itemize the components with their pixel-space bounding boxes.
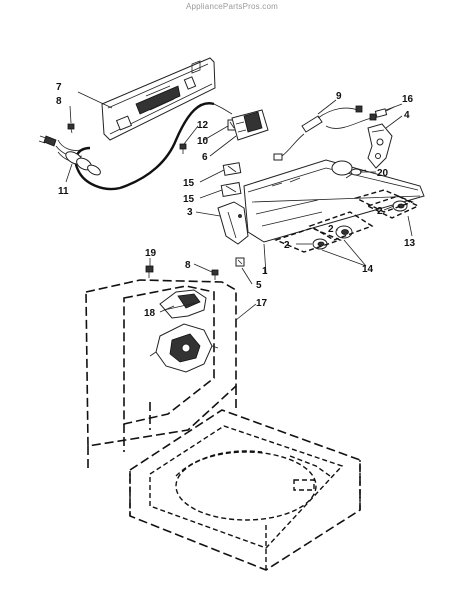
part-6-control-board[interactable] [213,103,269,141]
part-12-screw[interactable] [179,143,187,154]
callout-2-right: 2 [377,206,383,217]
part-19-screw[interactable] [145,265,154,278]
callout-18: 18 [144,308,156,319]
part-16-connector[interactable] [374,106,395,118]
part-11-power-cord[interactable] [38,102,215,191]
part-8-screw-lower[interactable] [211,269,219,280]
callout-9: 9 [336,91,342,102]
part-7-console-rear-panel[interactable] [101,57,216,141]
callout-16: 16 [402,94,414,105]
callout-2-left: 2 [284,240,290,251]
part-17-leg-lines [87,386,237,470]
part-9-wire-harness[interactable] [273,105,377,161]
leader-lines [65,91,413,321]
callout-4: 4 [404,110,410,121]
part-15-switch-upper[interactable] [222,162,242,176]
part-15-switch-lower[interactable] [220,181,242,198]
callout-11: 11 [58,186,69,197]
callout-1: 1 [262,266,268,277]
part-5-clip[interactable] [235,257,245,267]
callout-5: 5 [256,280,262,291]
part-2-knob-mid[interactable] [335,225,353,239]
part-18-valve-assembly[interactable] [149,289,219,373]
part-4-bracket[interactable] [367,123,393,169]
part-3-end-cap[interactable] [217,201,249,245]
callout-20: 20 [377,168,389,179]
part-2-knob-left[interactable] [312,238,328,250]
callout-14: 14 [362,264,374,275]
part-17-cabinet-outline [85,279,237,447]
part-1-console[interactable] [243,159,425,243]
part-8-screw-upper[interactable] [67,123,75,134]
callout-12: 12 [197,120,209,131]
callout-10: 10 [197,136,209,147]
group-13-box [354,189,420,219]
watermark: AppliancePartsPros.com [186,2,278,11]
group-14-box [274,211,374,253]
callout-15-upper: 15 [183,178,195,189]
callout-6: 6 [202,152,208,163]
washer-base-cabinet [129,409,361,571]
callout-15-lower: 15 [183,194,195,205]
callout-7: 7 [56,82,62,93]
callout-8-lower: 8 [185,260,191,271]
callout-19: 19 [145,248,157,259]
callout-2-mid: 2 [328,224,334,235]
callout-8-upper: 8 [56,96,62,107]
callout-13: 13 [404,238,416,249]
callout-labels: 7 8 11 12 10 6 9 16 4 15 15 3 20 2 2 2 1… [56,82,416,319]
callout-3: 3 [187,207,193,218]
callout-17: 17 [256,298,268,309]
